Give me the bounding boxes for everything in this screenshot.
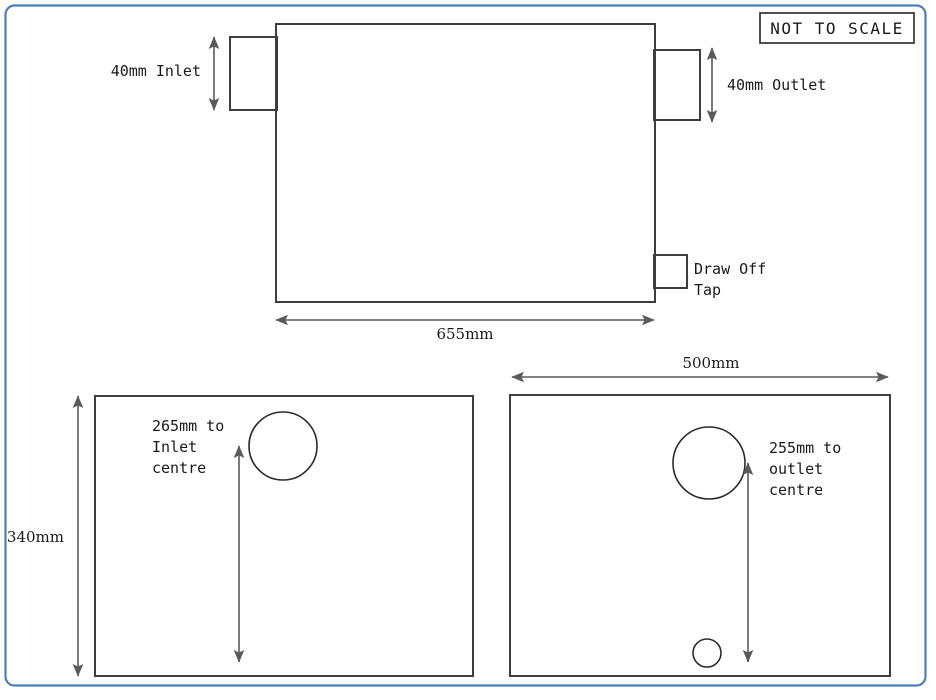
top-view-group: 40mm Inlet 40mm Outlet Draw Off Tap 655m… [111,23,826,343]
outlet-hole-circle [672,426,746,500]
inlet-hole-circle [248,411,318,481]
inlet-dimension-label: 40mm Inlet [111,62,201,80]
inlet-port-outline [229,36,278,111]
not-to-scale-box [759,12,915,44]
inlet-centre-note-line2: Inlet [152,438,197,456]
right-end-view-group: 500mm 255mm to outlet centre [509,354,891,677]
inlet-centre-note-line1: 265mm to [152,417,224,435]
left-panel-height-dimension-label: 340mm [7,528,64,546]
outlet-dimension-label: 40mm Outlet [727,76,826,94]
tank-body-outline [275,23,656,303]
not-to-scale-text: NOT TO SCALE [770,19,904,38]
left-panel-outline [94,395,474,677]
draw-off-tap-label-line2: Tap [694,281,721,299]
outlet-centre-note-line3: centre [769,481,823,499]
draw-off-tap-label-line1: Draw Off [694,260,766,278]
draw-off-tap-outline [653,254,688,289]
left-end-view-group: 340mm 265mm to Inlet centre [7,395,474,677]
right-panel-outline [509,394,891,677]
outlet-port-outline [653,49,701,121]
draw-off-tap-hole-circle [692,638,722,668]
tank-length-dimension-label: 655mm [436,325,493,343]
not-to-scale-note: NOT TO SCALE [759,12,915,44]
outlet-centre-note-line2: outlet [769,460,823,478]
right-panel-width-dimension-label: 500mm [682,354,739,372]
outlet-centre-note-line1: 255mm to [769,439,841,457]
outer-frame-border [4,4,927,687]
inlet-centre-note-line3: centre [152,459,206,477]
